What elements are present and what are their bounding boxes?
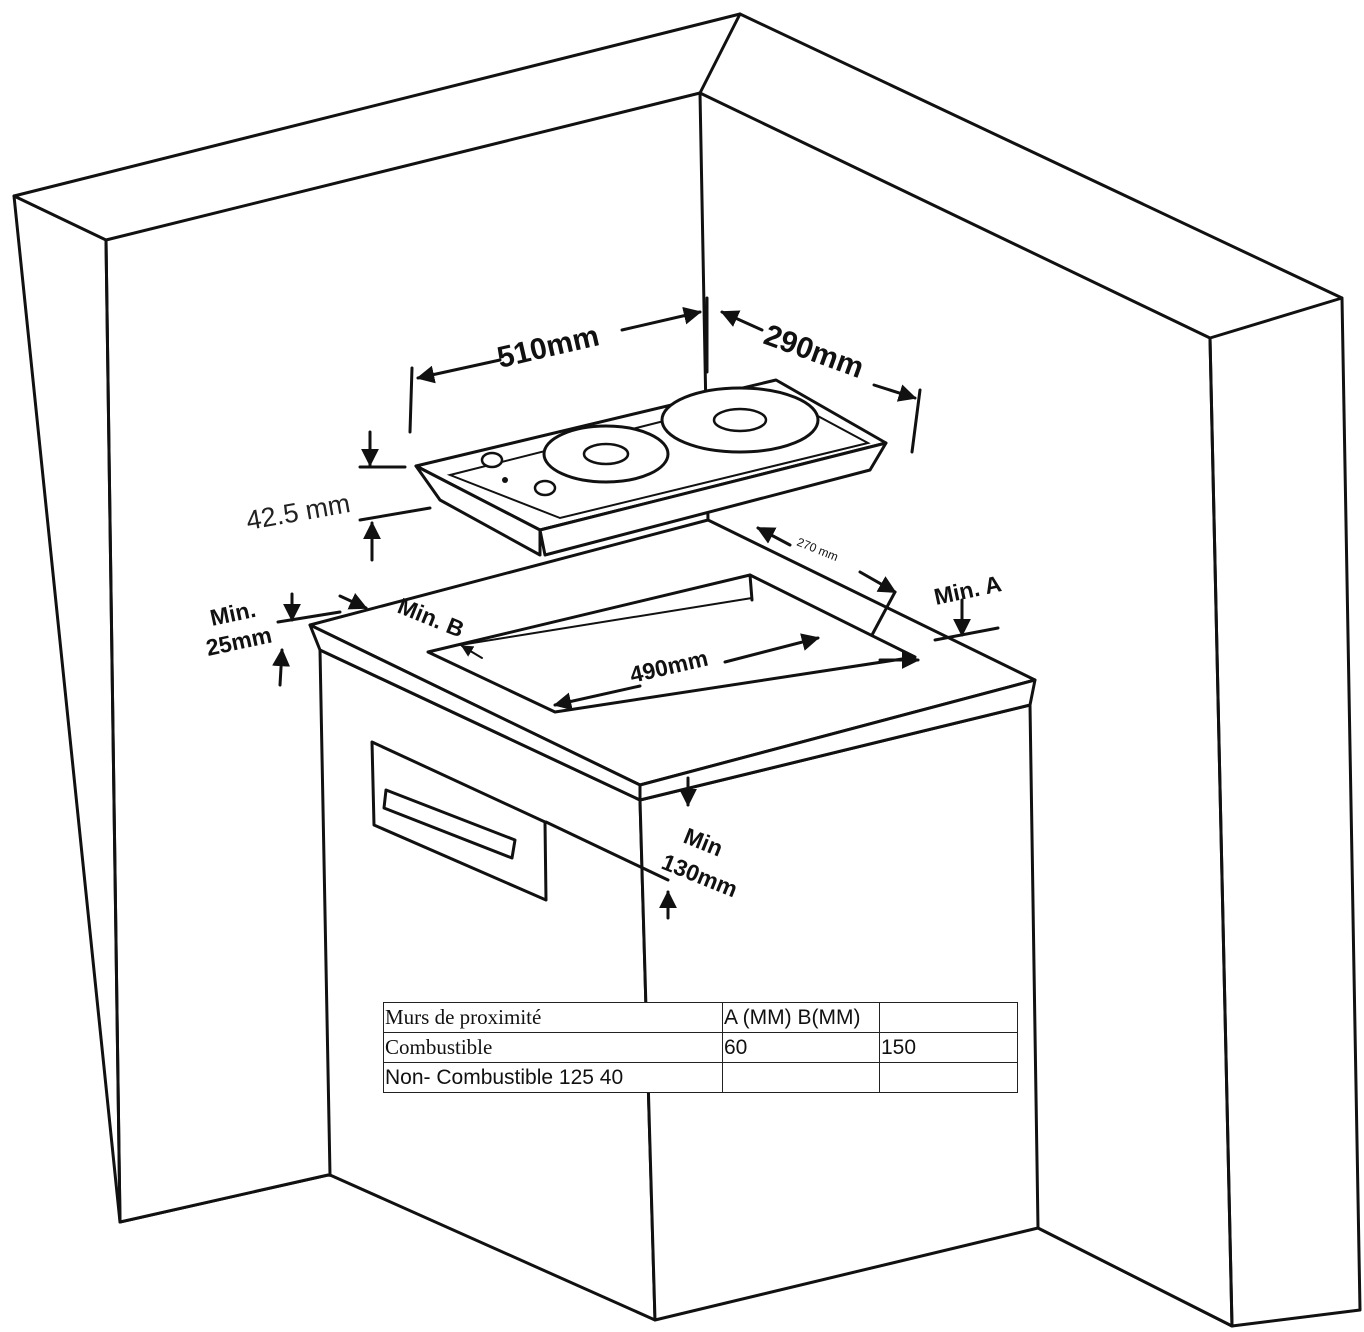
table-cell: 150 xyxy=(879,1032,1018,1063)
table-cell: Combustible xyxy=(383,1032,723,1063)
table-cell xyxy=(879,1002,1018,1033)
table-row: Non- Combustible 125 40 xyxy=(383,1062,1018,1093)
table-cell: A (MM) B(MM) xyxy=(722,1002,880,1033)
table-cell xyxy=(879,1062,1018,1093)
table-cell: Murs de proximité xyxy=(383,1002,723,1033)
dimension-lines xyxy=(272,296,1000,920)
table-cell xyxy=(722,1062,880,1093)
table-row: Murs de proximité A (MM) B(MM) xyxy=(383,1002,1018,1033)
knob-icon xyxy=(480,451,504,469)
table-cell: 60 xyxy=(722,1032,880,1063)
cabinet xyxy=(308,518,1040,1322)
table-row: Combustible 60 150 xyxy=(383,1032,1018,1063)
clearance-table: Murs de proximité A (MM) B(MM) Combustib… xyxy=(383,1002,1018,1093)
hob xyxy=(414,378,888,557)
table-cell: Non- Combustible 125 40 xyxy=(383,1062,723,1093)
knob-icon xyxy=(533,479,557,497)
